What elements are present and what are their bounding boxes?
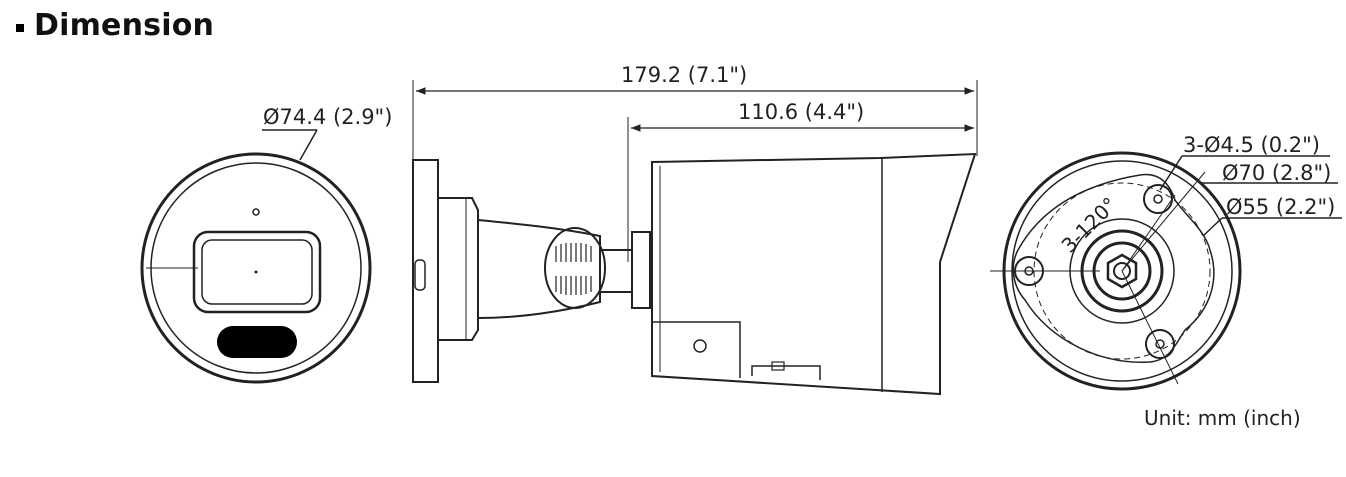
mount-base (437, 197, 479, 341)
front-outer-ring (140, 152, 372, 384)
camera-body (651, 152, 977, 396)
base-plate-outline (1012, 173, 1215, 363)
bolt-circle-label: Ø55 (2.2") (1226, 195, 1335, 219)
front-view (140, 129, 372, 384)
ir-window (217, 326, 297, 358)
microphone-hole (252, 208, 260, 216)
body-length-label: 110.6 (4.4") (738, 100, 864, 124)
mount-arm (477, 219, 601, 319)
section-title: Dimension (34, 8, 215, 43)
side-screw-hole (693, 339, 707, 353)
ball-joint (544, 227, 606, 309)
overall-length-label: 179.2 (7.1") (621, 63, 747, 87)
lens-center-dot (254, 270, 258, 274)
base-view (990, 151, 1342, 391)
unit-note: Unit: mm (inch) (1144, 406, 1301, 430)
lens-window-outer (192, 230, 322, 314)
mount-collar (631, 231, 651, 309)
section-heading: Dimension (16, 8, 214, 43)
bolt-circle (1033, 182, 1211, 360)
square-bullet-icon (16, 23, 24, 32)
hole-spec-label: 3-Ø4.5 (0.2") (1183, 133, 1320, 157)
side-view (412, 80, 978, 396)
base-diameter-label: Ø70 (2.8") (1222, 161, 1331, 185)
front-diameter-label: Ø74.4 (2.9") (263, 105, 392, 129)
lens-window-inner (201, 239, 313, 305)
